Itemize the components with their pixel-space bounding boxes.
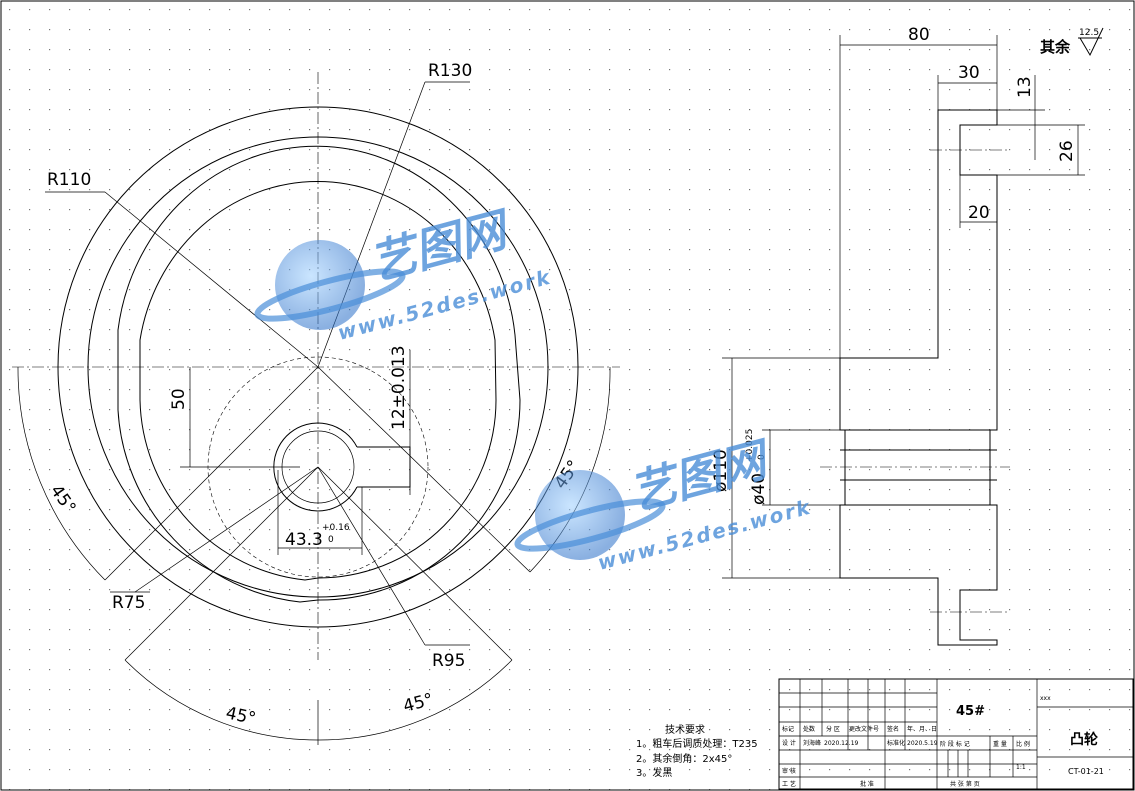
sheets-label: 共 张 第 页 xyxy=(950,780,980,788)
tech-req-item-2: 2。其余倒角：2x45° xyxy=(636,752,732,765)
cam-profile-outer xyxy=(117,145,521,603)
circle-2 xyxy=(87,136,549,598)
designer-label: 设 计 xyxy=(782,739,796,747)
label-26: 26 xyxy=(1057,140,1077,162)
scale-value: 1:1 xyxy=(1016,764,1026,771)
designer-name: 刘海峰 xyxy=(803,739,821,747)
weight-label: 重 量 xyxy=(993,740,1007,748)
part-name: 凸轮 xyxy=(1070,731,1098,748)
label-r110: R110 xyxy=(47,170,91,190)
angle-arc-bottom-left xyxy=(124,659,319,741)
col-date: 年、月、日 xyxy=(907,725,937,733)
label-20: 20 xyxy=(968,203,990,223)
material-label: 45# xyxy=(956,704,985,719)
std-col: 标准化 xyxy=(887,739,905,747)
surface-finish-label: 其余 xyxy=(1040,38,1071,56)
label-keyway-tol-lower: 0 xyxy=(328,535,334,545)
approve-label: 批 准 xyxy=(860,780,874,788)
outer-circle-r130 xyxy=(57,106,579,628)
col-zone: 分 区 xyxy=(826,725,840,733)
r95-leader xyxy=(317,466,426,646)
label-keyway-tol-upper: +0.16 xyxy=(322,523,350,533)
tech-requirements: 技术要求 1。粗车后调质处理：T235 2。其余倒角：2x45° 3。发黑 xyxy=(636,723,758,779)
section-lower xyxy=(839,504,998,646)
title-block: 45# xxx 凸轮 CT-01-21 1:1 标记 处数 分 区 更改文件号 … xyxy=(778,678,1134,790)
col-sign: 签名 xyxy=(887,725,899,733)
label-50: 50 xyxy=(169,388,189,410)
label-dia40-tol-lower: 0 xyxy=(757,454,767,460)
process-label: 工 艺 xyxy=(782,780,796,788)
check-label: 审 核 xyxy=(782,767,796,775)
label-dia110: ø110 xyxy=(711,449,731,492)
side-view: 80 30 13 26 20 ø110 ø40 +0.025 0 xyxy=(711,25,1085,646)
col-docno: 更改文件号 xyxy=(849,725,879,733)
label-13: 13 xyxy=(1015,76,1035,98)
col-count: 处数 xyxy=(803,725,815,733)
label-dia40: ø40 xyxy=(749,473,769,505)
cam-profile-inner xyxy=(139,181,497,581)
label-r130: R130 xyxy=(428,61,472,81)
surface-finish-symbol: 其余 12.5 xyxy=(1040,27,1104,57)
r75-leader xyxy=(134,466,319,593)
front-view: R130 R110 R75 R95 50 12±0.013 43.3 +0.16… xyxy=(12,61,620,745)
label-dia40-tol-upper: +0.025 xyxy=(745,429,755,462)
scale-label: 比 例 xyxy=(1016,740,1030,748)
stage-label: 阶 段 标 记 xyxy=(940,740,970,748)
r110-leader xyxy=(104,191,319,368)
drawing-number: CT-01-21 xyxy=(1068,767,1104,776)
label-80: 80 xyxy=(908,25,930,45)
designer-date: 2020.12.19 xyxy=(824,740,859,747)
std-date: 2020.5.19 xyxy=(907,740,938,747)
label-r75: R75 xyxy=(112,593,145,613)
col-mark: 标记 xyxy=(782,725,794,733)
label-30: 30 xyxy=(958,63,980,83)
company-label: xxx xyxy=(1040,695,1051,702)
label-keyway-depth: 43.3 xyxy=(285,530,323,550)
tech-req-title: 技术要求 xyxy=(665,723,705,736)
angle-arc-left xyxy=(17,366,106,581)
label-keyway-width: 12±0.013 xyxy=(389,345,409,430)
surface-finish-value: 12.5 xyxy=(1079,28,1099,38)
label-r95: R95 xyxy=(432,651,465,671)
angle-arc-bottom-right xyxy=(317,659,513,741)
tech-req-item-3: 3。发黑 xyxy=(636,766,672,779)
tech-req-item-1: 1。粗车后调质处理：T235 xyxy=(636,737,758,750)
